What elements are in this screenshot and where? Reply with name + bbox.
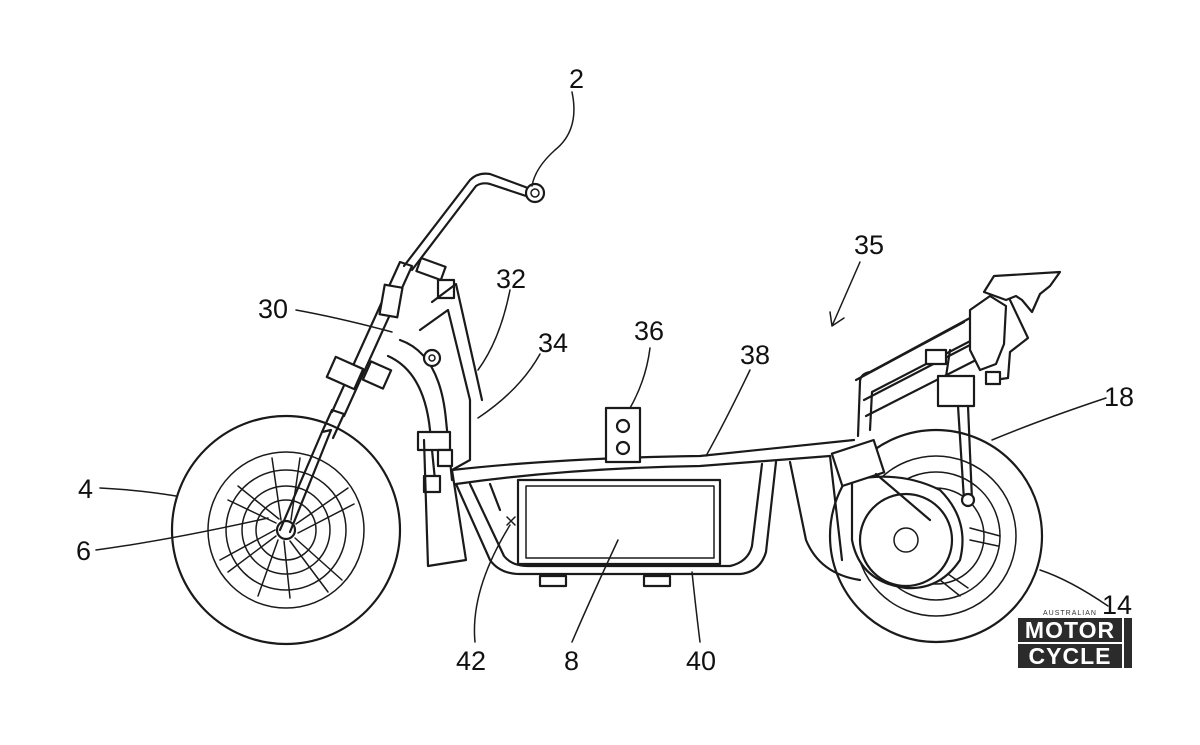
label-18: 18 (1104, 382, 1134, 412)
label-38: 38 (740, 340, 770, 370)
rear-carrier (854, 270, 1062, 508)
head-frame (386, 282, 484, 568)
label-42: 42 (456, 646, 486, 676)
watermark-top-text: AUSTRALIAN (1043, 610, 1097, 617)
label-40: 40 (686, 646, 716, 676)
label-2: 2 (569, 64, 584, 94)
label-34: 34 (538, 328, 568, 358)
watermark-line1: MOTOR (1018, 618, 1122, 642)
rear-motor (830, 438, 964, 590)
label-6: 6 (76, 536, 91, 566)
front-wheel (170, 414, 402, 646)
label-36: 36 (634, 316, 664, 346)
watermark-logo: AUSTRALIAN MOTOR CYCLE (1018, 610, 1134, 672)
label-4: 4 (78, 474, 93, 504)
bracket (604, 406, 642, 464)
watermark-line2: CYCLE (1018, 644, 1122, 668)
leader-lines (95, 91, 1109, 643)
label-35: 35 (854, 230, 884, 260)
label-8: 8 (564, 646, 579, 676)
label-14: 14 (1102, 590, 1132, 620)
label-30: 30 (258, 294, 288, 324)
battery (506, 478, 722, 566)
label-32: 32 (496, 264, 526, 294)
watermark-side-bar (1124, 618, 1132, 668)
main-frame (450, 438, 862, 588)
handlebar (402, 172, 546, 300)
